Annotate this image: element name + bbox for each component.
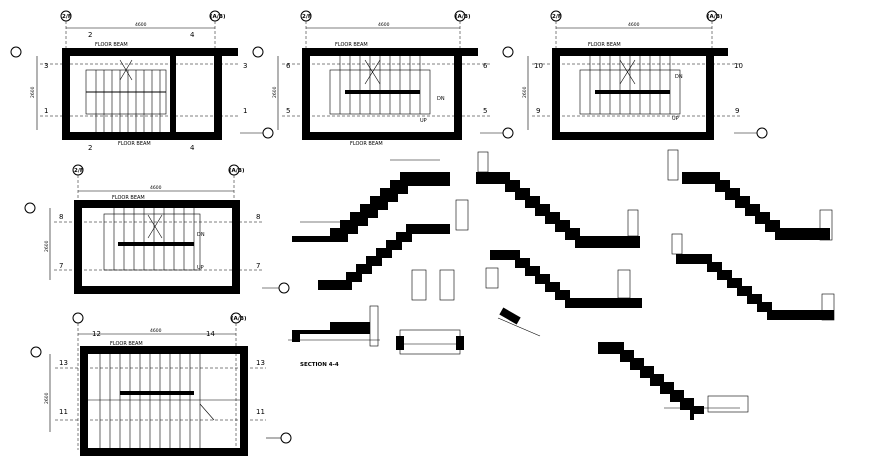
grid-number: 7 bbox=[256, 262, 260, 270]
grid-bubble bbox=[280, 432, 292, 444]
grid-bubble-label: (A/B) bbox=[229, 168, 245, 174]
stair-plan-b: 2/F (A/B) 4600 FLOOR BEAM DN UP 6 bbox=[252, 10, 514, 147]
grid-number: 3 bbox=[44, 62, 48, 70]
grid-number: 11 bbox=[256, 408, 265, 416]
grid-number: 14 bbox=[206, 330, 215, 338]
grid-number: 1 bbox=[243, 107, 247, 115]
grid-number: 9 bbox=[735, 107, 739, 115]
grid-bubble bbox=[502, 127, 514, 139]
grid-bubble-label: (A/B) bbox=[707, 14, 723, 20]
stair-treads bbox=[99, 354, 201, 448]
grid-bubble-label: 2/F bbox=[62, 14, 72, 20]
dimension-label: 2600 bbox=[272, 86, 278, 98]
grid-number: 1 bbox=[44, 107, 48, 115]
floor-beam-label: FLOOR BEAM bbox=[110, 341, 143, 347]
grid-number: 4 bbox=[190, 144, 195, 152]
stair-treads bbox=[113, 208, 195, 270]
stair-treads bbox=[339, 56, 421, 114]
grid-bubble-label: 2/F bbox=[552, 14, 562, 20]
construction-detail bbox=[396, 307, 541, 355]
grid-number: 10 bbox=[534, 62, 543, 70]
grid-number: 8 bbox=[256, 213, 260, 221]
up-label: UP bbox=[672, 116, 679, 122]
grid-bubble bbox=[756, 127, 768, 139]
stair-section bbox=[667, 149, 833, 241]
dimension-label: 4600 bbox=[628, 22, 640, 28]
dimension-label: 4600 bbox=[150, 328, 162, 334]
dn-label: DN bbox=[675, 74, 683, 80]
grid-bubble bbox=[24, 202, 36, 214]
dimension-label: 4600 bbox=[135, 22, 147, 28]
grid-bubble bbox=[30, 346, 42, 358]
grid-bubble-label: (A/B) bbox=[210, 14, 226, 20]
stair-plan-d: 2/F (A/B) 4600 FLOOR BEAM DN UP 8 bbox=[24, 164, 290, 295]
grid-number: 12 bbox=[92, 330, 101, 338]
up-label: UP bbox=[197, 265, 204, 271]
grid-bubble bbox=[262, 127, 274, 139]
dn-label: DN bbox=[437, 96, 445, 102]
stair-section bbox=[292, 159, 469, 242]
grid-number: 2 bbox=[88, 31, 92, 39]
floor-beam-label: FLOOR BEAM bbox=[118, 141, 151, 147]
grid-number: 5 bbox=[286, 107, 290, 115]
dimension-label: 2600 bbox=[44, 240, 50, 252]
grid-bubble-label: 2/F bbox=[74, 168, 84, 174]
floor-beam-label: FLOOR BEAM bbox=[335, 42, 368, 48]
grid-number: 9 bbox=[536, 107, 540, 115]
floor-beam-label: FLOOR BEAM bbox=[112, 195, 145, 201]
stair-section bbox=[318, 224, 455, 301]
stair-section bbox=[485, 250, 642, 308]
grid-bubble bbox=[72, 312, 84, 324]
grid-number: 6 bbox=[286, 62, 291, 70]
floor-beam-label: FLOOR BEAM bbox=[350, 141, 383, 147]
floor-beam-label: FLOOR BEAM bbox=[95, 42, 128, 48]
grid-bubble bbox=[10, 46, 22, 58]
stair-plan-e: (A/B) 4600 12 14 FLOOR BEAM 13 13 bbox=[30, 312, 292, 456]
floor-beam-label: FLOOR BEAM bbox=[588, 42, 621, 48]
grid-number: 13 bbox=[256, 359, 265, 367]
grid-bubble bbox=[278, 282, 290, 294]
dimension-label: 2600 bbox=[44, 392, 50, 404]
stair-treads bbox=[589, 56, 671, 114]
grid-bubble-label: 2/F bbox=[302, 14, 312, 20]
grid-number: 8 bbox=[59, 213, 63, 221]
stair-section bbox=[476, 151, 640, 248]
stair-plan-c: 2/F (A/B) 4600 FLOOR BEAM DN UP 1 bbox=[502, 10, 768, 140]
grid-number: 13 bbox=[59, 359, 68, 367]
grid-number: 11 bbox=[59, 408, 68, 416]
dimension-label: 2600 bbox=[522, 86, 528, 98]
dn-label: DN bbox=[197, 232, 205, 238]
grid-number: 7 bbox=[59, 262, 63, 270]
dimension-label: 4600 bbox=[150, 185, 162, 191]
grid-number: 10 bbox=[734, 62, 743, 70]
grid-number: 3 bbox=[243, 62, 247, 70]
stair-section bbox=[671, 233, 835, 321]
up-label: UP bbox=[420, 118, 427, 124]
grid-bubble bbox=[502, 46, 514, 58]
grid-number: 4 bbox=[190, 31, 195, 39]
section-4-4-detail: SECTION 4-4 bbox=[288, 305, 380, 368]
stair-treads bbox=[95, 70, 161, 132]
grid-number: 2 bbox=[88, 144, 92, 152]
section-title: SECTION 4-4 bbox=[300, 362, 339, 368]
stair-sections: SECTION 4-4 bbox=[288, 149, 835, 420]
grid-number: 5 bbox=[483, 107, 487, 115]
grid-bubble-label: (A/B) bbox=[455, 14, 471, 20]
grid-number: 6 bbox=[483, 62, 488, 70]
stair-section bbox=[598, 342, 749, 420]
grid-bubble bbox=[252, 46, 264, 58]
dimension-label: 4600 bbox=[378, 22, 390, 28]
dimension-label: 2600 bbox=[30, 86, 36, 98]
stair-plan-a: 2/F (A/B) 4600 2 4 FLOOR BEAM bbox=[10, 10, 274, 152]
grid-bubble-label: (A/B) bbox=[231, 316, 247, 322]
